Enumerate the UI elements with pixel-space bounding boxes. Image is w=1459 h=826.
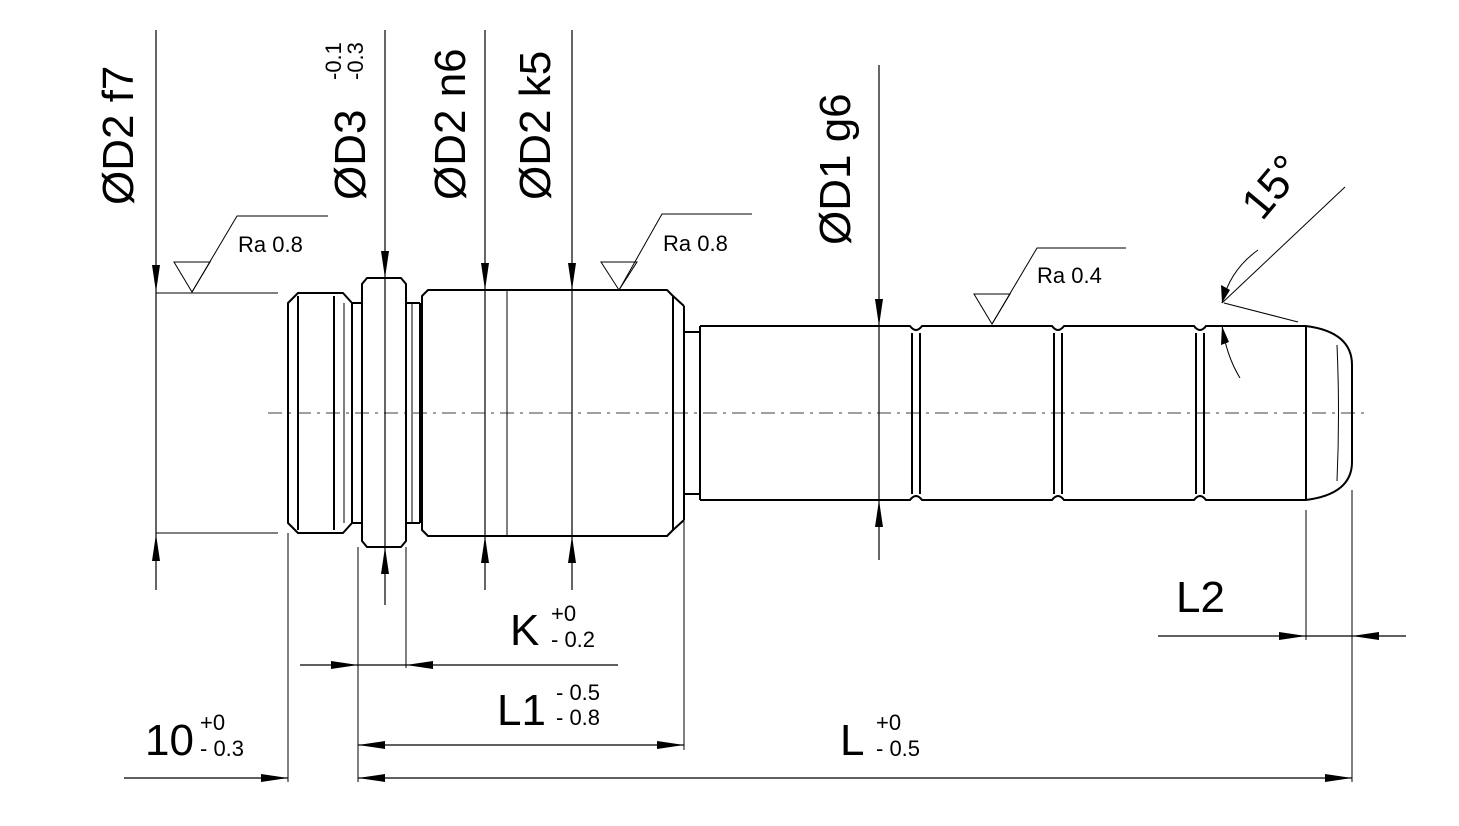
dim-d2-f7 — [152, 30, 278, 590]
label-d1-g6: ØD1 g6 — [811, 93, 860, 245]
label-d2-k5: ØD2 k5 — [511, 51, 560, 200]
label-l-upper-tol: +0 — [876, 710, 901, 735]
label-l1: L1 — [497, 686, 546, 735]
label-d2-f7: ØD2 f7 — [94, 66, 143, 205]
label-ten-lower-tol: - 0.3 — [200, 736, 244, 761]
label-ra-right: Ra 0.4 — [1037, 263, 1102, 288]
label-l: L — [840, 716, 864, 765]
left-head — [287, 292, 362, 534]
surface-finish-left — [173, 215, 328, 293]
surface-finish-middle — [600, 213, 752, 291]
dim-d2-k5 — [568, 30, 576, 590]
main-body — [419, 289, 700, 537]
dim-d2-n6 — [481, 30, 489, 590]
dim-d3 — [381, 30, 389, 605]
collar — [343, 277, 420, 548]
label-d2-n6: ØD2 n6 — [426, 48, 475, 200]
dim-l2 — [1158, 632, 1406, 640]
label-ra-left: Ra 0.8 — [238, 232, 303, 257]
label-l1-lower-tol: - 0.8 — [556, 705, 600, 730]
label-ten: 10 — [145, 716, 194, 765]
dim-l1 — [358, 741, 684, 749]
label-l1-upper-tol: - 0.5 — [556, 680, 600, 705]
label-k-upper-tol: +0 — [551, 601, 576, 626]
pilot-shaft — [700, 325, 1353, 501]
label-d3-upper-tol: -0.1 — [321, 42, 346, 80]
label-l-lower-tol: - 0.5 — [876, 736, 920, 761]
label-ten-upper-tol: +0 — [200, 710, 225, 735]
dim-10 — [124, 774, 288, 782]
label-l2: L2 — [1176, 573, 1225, 622]
dim-d1-g6 — [875, 65, 883, 560]
angle-15 — [1221, 186, 1346, 379]
label-angle: 15° — [1232, 146, 1312, 228]
label-d3: ØD3 — [326, 110, 375, 200]
dim-l — [358, 774, 1352, 782]
surface-finish-right — [973, 247, 1126, 325]
label-ra-middle: Ra 0.8 — [663, 231, 728, 256]
label-k-lower-tol: - 0.2 — [551, 627, 595, 652]
dim-k — [300, 661, 618, 669]
label-d3-lower-tol: -0.3 — [343, 42, 368, 80]
label-k: K — [510, 606, 539, 655]
